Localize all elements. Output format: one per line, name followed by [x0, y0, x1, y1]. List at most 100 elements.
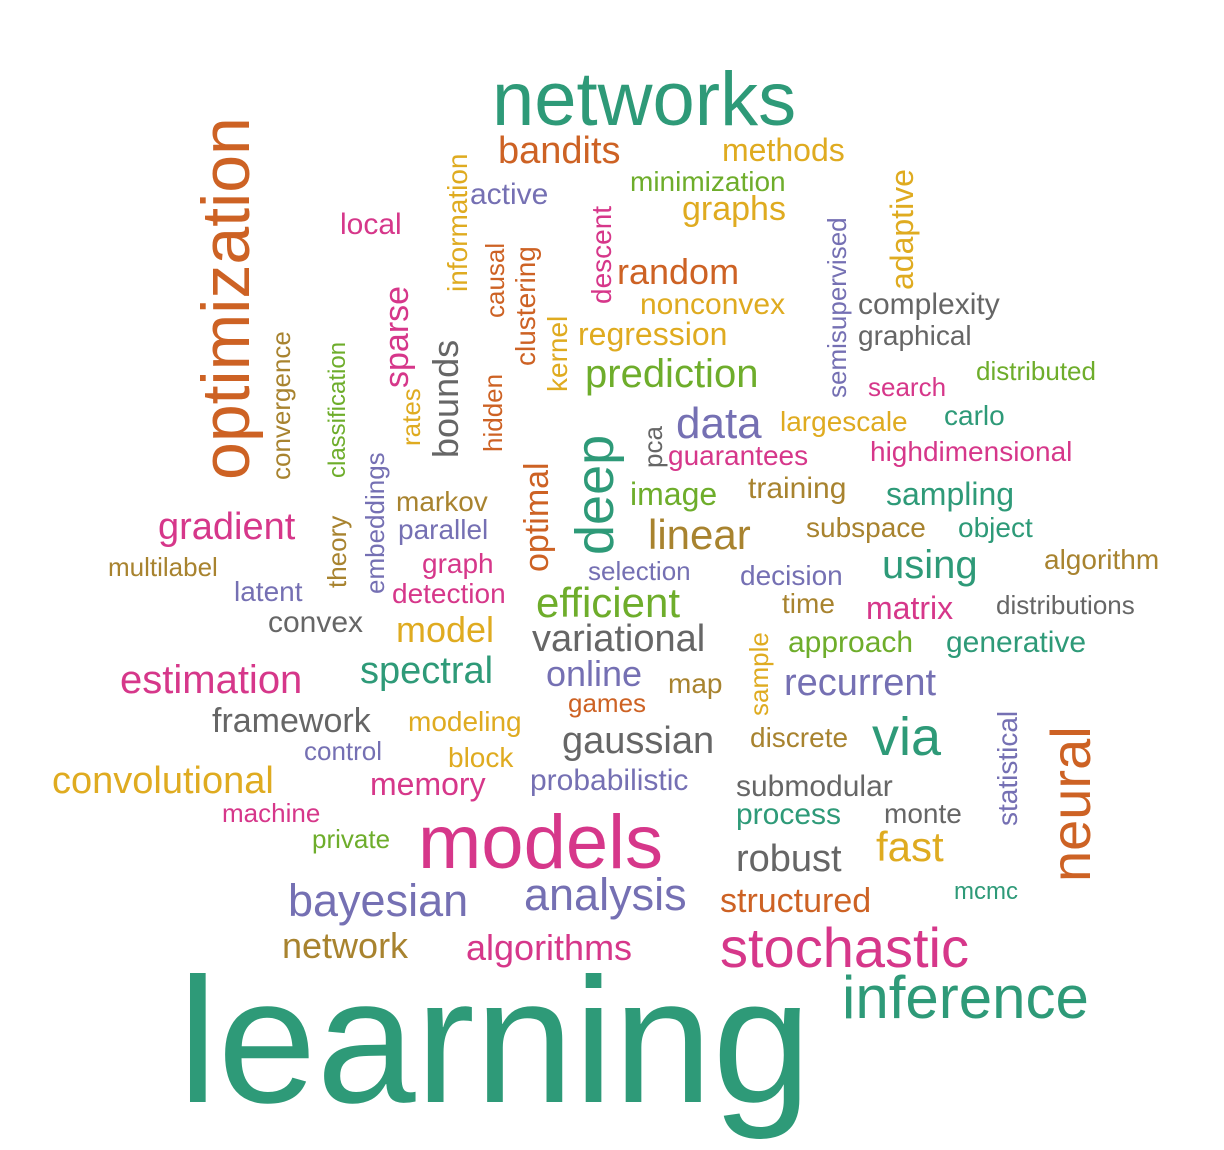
word-causal: causal: [480, 242, 510, 318]
word-convex: convex: [268, 606, 364, 639]
word-highdimensional: highdimensional: [870, 436, 1073, 467]
word-probabilistic: probabilistic: [530, 764, 689, 797]
word-information: information: [442, 153, 473, 292]
word-training: training: [748, 472, 847, 505]
word-active: active: [470, 178, 549, 211]
word-graphical: graphical: [858, 320, 972, 351]
word-optimization: optimization: [188, 117, 264, 480]
word-convolutional: convolutional: [52, 760, 274, 802]
word-decision: decision: [740, 560, 843, 591]
word-bounds: bounds: [425, 339, 466, 458]
word-random: random: [617, 251, 740, 292]
word-multilabel: multilabel: [108, 552, 218, 582]
word-mcmc: mcmc: [954, 878, 1018, 905]
word-rates: rates: [396, 388, 426, 446]
word-search: search: [868, 372, 947, 402]
word-modeling: modeling: [408, 706, 522, 737]
word-deep: deep: [565, 434, 625, 555]
word-gradient: gradient: [158, 506, 296, 548]
word-memory: memory: [370, 766, 486, 802]
word-matrix: matrix: [866, 590, 954, 626]
word-detection: detection: [392, 578, 506, 609]
word-time: time: [782, 588, 835, 619]
word-generative: generative: [946, 626, 1087, 659]
word-adaptive: adaptive: [884, 169, 920, 290]
word-theory: theory: [322, 515, 352, 588]
word-bayesian: bayesian: [288, 875, 469, 926]
word-recurrent: recurrent: [784, 662, 937, 704]
word-stochastic: stochastic: [720, 916, 969, 979]
word-robust: robust: [736, 838, 842, 880]
word-prediction: prediction: [585, 352, 759, 396]
word-convergence: convergence: [266, 331, 296, 480]
word-process: process: [736, 798, 842, 831]
word-monte: monte: [884, 798, 962, 829]
word-carlo: carlo: [944, 400, 1005, 431]
word-neural: neural: [1039, 726, 1102, 882]
word-structured: structured: [720, 882, 872, 920]
word-statistical: statistical: [992, 710, 1023, 826]
word-using: using: [882, 543, 978, 587]
word-algorithm: algorithm: [1044, 544, 1160, 575]
word-selection: selection: [588, 556, 691, 586]
word-control: control: [304, 736, 383, 766]
word-pca: pca: [638, 426, 668, 468]
word-analysis: analysis: [524, 869, 687, 920]
word-sparse: sparse: [378, 285, 416, 388]
word-map: map: [668, 668, 723, 699]
word-kernel: kernel: [542, 315, 573, 392]
word-object: object: [958, 512, 1033, 543]
word-fast: fast: [876, 823, 944, 870]
word-regression: regression: [578, 316, 728, 352]
word-private: private: [312, 824, 391, 854]
word-networks: networks: [492, 57, 797, 142]
word-distributed: distributed: [976, 356, 1096, 386]
word-hidden: hidden: [478, 373, 508, 452]
word-graph: graph: [422, 548, 494, 579]
word-block: block: [448, 742, 514, 773]
word-model: model: [396, 609, 495, 650]
word-guarantees: guarantees: [668, 440, 809, 471]
word-framework: framework: [212, 702, 371, 740]
word-efficient: efficient: [536, 579, 680, 626]
word-descent: descent: [586, 205, 617, 304]
word-graphs: graphs: [682, 190, 786, 228]
word-optimal: optimal: [518, 462, 556, 572]
word-local: local: [340, 208, 402, 241]
word-estimation: estimation: [120, 658, 303, 702]
word-linear: linear: [648, 511, 751, 558]
word-gaussian: gaussian: [562, 720, 715, 762]
word-semisupervised: semisupervised: [822, 217, 852, 398]
word-classification: classification: [324, 341, 351, 478]
word-markov: markov: [396, 486, 488, 517]
word-spectral: spectral: [360, 650, 494, 692]
word-network: network: [282, 925, 409, 966]
word-approach: approach: [788, 626, 914, 659]
word-learning: learning: [178, 941, 812, 1140]
word-parallel: parallel: [398, 514, 489, 545]
word-machine: machine: [222, 798, 321, 828]
word-games: games: [568, 688, 647, 718]
word-image: image: [630, 476, 718, 512]
word-nonconvex: nonconvex: [640, 288, 786, 321]
word-variational: variational: [532, 618, 706, 660]
word-via: via: [872, 707, 942, 767]
word-models: models: [418, 800, 663, 885]
word-sample: sample: [744, 632, 774, 716]
word-largescale: largescale: [780, 406, 908, 437]
word-distributions: distributions: [996, 590, 1135, 620]
word-data: data: [676, 399, 762, 448]
word-sampling: sampling: [886, 476, 1015, 512]
word-minimization: minimization: [630, 166, 786, 197]
word-algorithms: algorithms: [466, 927, 633, 968]
word-methods: methods: [722, 132, 845, 168]
word-discrete: discrete: [750, 722, 849, 753]
word-submodular: submodular: [736, 770, 893, 803]
word-latent: latent: [234, 576, 303, 607]
word-clustering: clustering: [510, 246, 541, 366]
word-complexity: complexity: [858, 288, 1000, 321]
word-bandits: bandits: [498, 130, 621, 172]
word-inference: inference: [842, 964, 1089, 1031]
word-subspace: subspace: [806, 512, 926, 543]
